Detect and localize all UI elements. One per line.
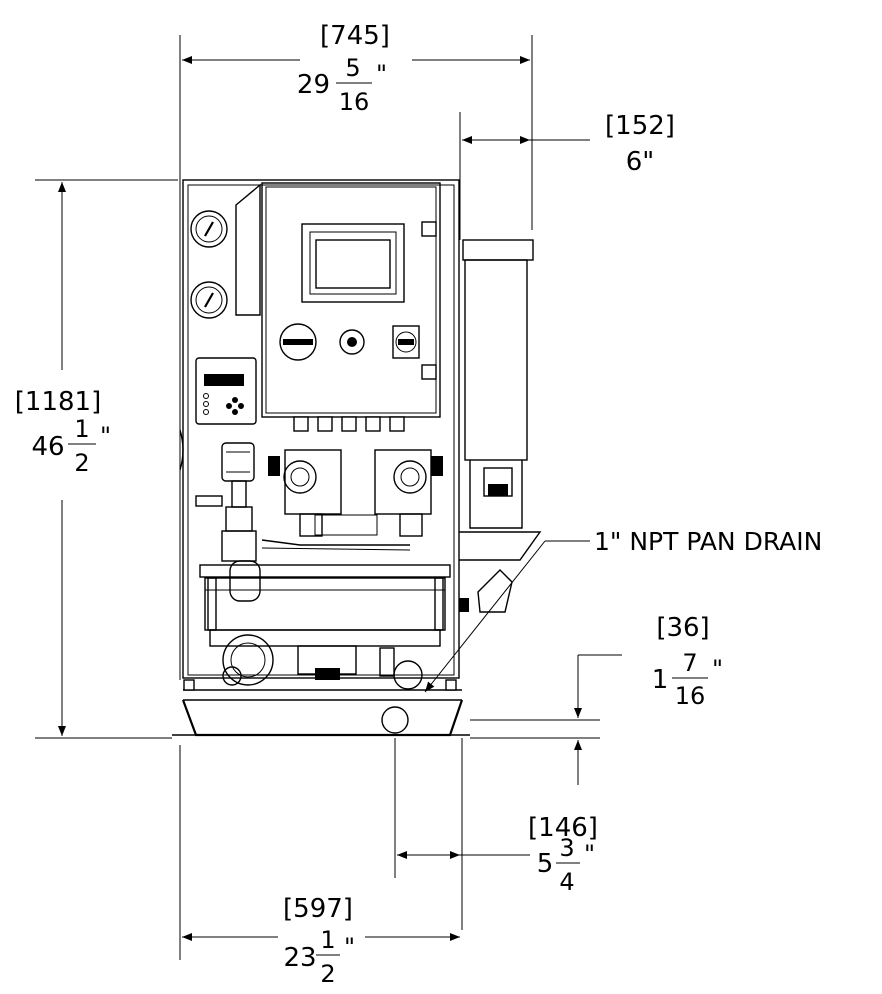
dim-drain-offset: [146] 5 3 4 ": [394, 738, 598, 930]
overall-width-denominator: 16: [339, 88, 370, 116]
cabinet-latch-bottom: [421, 364, 437, 380]
drain-height-unit: ": [712, 655, 723, 683]
filter-housing: [195, 442, 261, 602]
base-width-numerator: 1: [320, 926, 335, 954]
pump-motor: [222, 634, 423, 690]
overall-width-numerator: 5: [345, 54, 360, 82]
overall-height-unit: ": [100, 422, 111, 450]
overall-height-metric: [1181]: [15, 387, 101, 417]
base-width-unit: ": [344, 933, 355, 961]
base-width-whole: 23: [283, 943, 316, 973]
dim-overall-height: [1181] 46 1 2 ": [15, 179, 178, 739]
dim-drain-height: [36] 1 7 16 ": [470, 613, 723, 785]
pressure-gauge-bottom: [190, 281, 228, 319]
controller-unit: [195, 357, 257, 425]
drain-height-whole: 1: [652, 665, 669, 695]
overall-width-metric: [745]: [320, 21, 390, 51]
control-cabinet: [261, 182, 441, 432]
pan-drain-callout: 1" NPT PAN DRAIN: [424, 527, 822, 693]
base-width-metric: [597]: [283, 894, 353, 924]
drain-offset-metric: [146]: [528, 813, 598, 843]
bracket: [235, 183, 261, 316]
drain-height-metric: [36]: [656, 613, 709, 643]
tank-offset-value: 6": [626, 147, 655, 177]
cabinet-latch-top: [421, 221, 437, 237]
metering-pump-right: [374, 449, 443, 537]
drain-height-denominator: 16: [675, 682, 706, 710]
overall-width-whole: 29: [297, 70, 330, 100]
chemical-tank: [459, 239, 542, 561]
tubing: [261, 539, 410, 546]
overall-height-denominator: 2: [74, 449, 89, 477]
drain-elbow: [459, 569, 513, 613]
pressure-gauge-top: [190, 210, 228, 248]
pan-drain-fitting: [381, 706, 409, 734]
overall-width-unit: ": [376, 60, 387, 88]
drip-pan-base: [181, 699, 464, 737]
pan-drain-label: 1" NPT PAN DRAIN: [594, 527, 822, 556]
drain-offset-numerator: 3: [559, 834, 574, 862]
overall-height-numerator: 1: [74, 415, 89, 443]
indicator-light: [339, 329, 365, 355]
metering-pump-left: [268, 449, 342, 537]
dim-base-width: [597] 23 1 2 ": [179, 745, 460, 988]
manifold-assembly: [199, 564, 451, 647]
drain-offset-unit: ": [584, 840, 595, 868]
drain-height-numerator: 7: [682, 649, 697, 677]
mounting-plate: [314, 514, 378, 536]
dim-tank-offset: [152] 6": [459, 111, 675, 240]
equipment-frame: [172, 179, 470, 737]
estop-button: [279, 323, 317, 361]
overall-height-whole: 46: [31, 432, 64, 462]
base-width-denominator: 2: [320, 960, 335, 988]
drain-offset-whole: 5: [537, 849, 554, 879]
tank-offset-metric: [152]: [605, 111, 675, 141]
drain-offset-denominator: 4: [559, 868, 574, 896]
selector-switch: [392, 325, 420, 359]
dim-overall-width: [745] 29 5 16 ": [179, 21, 533, 230]
